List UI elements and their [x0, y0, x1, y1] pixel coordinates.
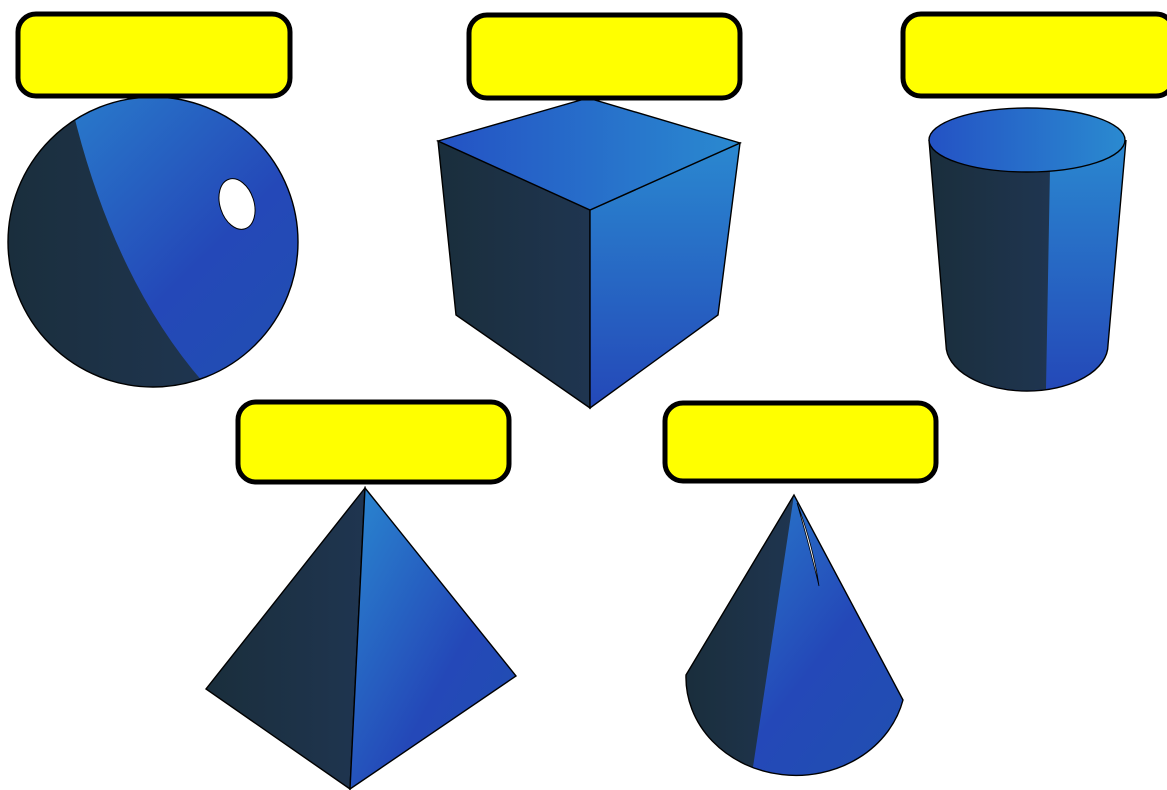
- sphere-label-box[interactable]: [18, 14, 290, 96]
- cone-shape: [686, 495, 903, 775]
- sphere-label[interactable]: [18, 14, 290, 96]
- pyramid-label[interactable]: [238, 402, 509, 482]
- pyramid-shape: [206, 488, 516, 789]
- cube-label-box[interactable]: [469, 15, 740, 98]
- cylinder-top-face: [929, 108, 1125, 172]
- pyramid-label-box[interactable]: [238, 402, 509, 482]
- pyramid-right-face: [350, 488, 516, 789]
- cone-label-box[interactable]: [665, 403, 936, 481]
- sphere-shape: [0, 90, 310, 400]
- pyramid-left-face: [206, 488, 365, 789]
- cylinder-shape: [929, 108, 1126, 391]
- cylinder-label-box[interactable]: [903, 14, 1167, 96]
- cone-label[interactable]: [665, 403, 936, 481]
- cube-shape: [438, 98, 740, 408]
- cube-label[interactable]: [469, 15, 740, 98]
- cylinder-label[interactable]: [903, 14, 1167, 96]
